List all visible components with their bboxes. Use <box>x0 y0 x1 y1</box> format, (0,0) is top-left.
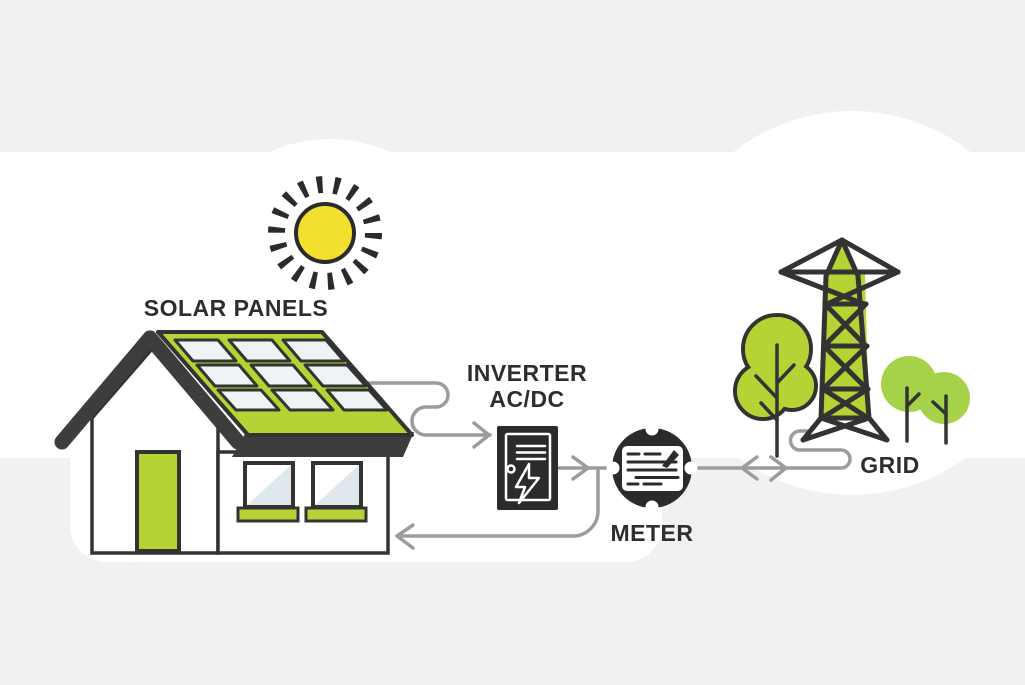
solar-panel-array <box>173 338 389 412</box>
label-solar-panels: SOLAR PANELS <box>144 295 328 321</box>
window-left-sill <box>236 506 300 523</box>
solar-panel-cell <box>216 388 281 412</box>
inverter-box-icon <box>497 426 558 510</box>
meter-dial-icon <box>606 422 698 514</box>
labels: SOLAR PANELS INVERTER AC/DC METER GRID <box>144 295 920 546</box>
tree-right-icon <box>881 356 970 445</box>
connectors <box>355 381 852 550</box>
door <box>135 450 181 553</box>
window-left <box>236 461 300 523</box>
solar-panel-cell <box>173 338 238 363</box>
connector-house-to-inverter <box>355 381 492 437</box>
inverter-indicator-dot <box>506 464 516 474</box>
arrowhead-toward-meter <box>740 455 759 481</box>
tree-left-trunk <box>754 343 796 458</box>
grid-scene <box>733 237 970 458</box>
meter-screw-top <box>645 422 659 436</box>
gable-band-left <box>54 330 158 450</box>
connector-meter-to-house-return <box>396 467 600 538</box>
label-inverter-acdc: AC/DC <box>489 386 564 412</box>
meter-screw-bottom <box>645 500 659 514</box>
window-right-shade <box>313 463 361 507</box>
connector-meter-to-grid <box>694 429 852 470</box>
tree-right-trunks <box>905 386 948 445</box>
label-inverter: INVERTER <box>467 360 587 386</box>
gable-band-right <box>142 330 246 450</box>
roof-fascia <box>232 432 414 457</box>
lightning-bolt-icon <box>514 462 541 505</box>
tree-left-icon <box>733 313 818 458</box>
sun-icon <box>268 176 382 290</box>
solar-panel-cell <box>195 363 259 388</box>
meter-screw-right <box>684 461 698 475</box>
tower-frame <box>778 237 901 443</box>
solar-panel-cell <box>270 388 335 412</box>
sun-disc <box>294 202 356 264</box>
solar-panel-cell <box>281 338 346 363</box>
tower-apex-fill <box>828 245 856 274</box>
arrowhead-into-meter <box>571 455 590 481</box>
sun-rays <box>268 176 382 290</box>
meter-needle-icon <box>662 450 679 468</box>
window-left-shade <box>245 463 293 507</box>
tree-right-canopy-2 <box>918 372 970 424</box>
tree-left-canopy-fill <box>770 364 814 408</box>
window-right <box>304 461 368 523</box>
solar-panel-cell <box>325 388 389 412</box>
arrowhead-into-house <box>395 523 415 550</box>
transmission-tower-icon <box>778 237 901 443</box>
solar-panel-cell <box>227 338 292 363</box>
window-right-sill <box>304 506 368 523</box>
inverter-panel-frame <box>504 432 552 502</box>
label-meter: METER <box>611 520 694 546</box>
arrowhead-into-inverter <box>472 421 491 449</box>
meter-screws <box>606 422 698 514</box>
arrowhead-toward-grid <box>769 455 788 482</box>
house-with-solar-roof-icon <box>54 330 414 555</box>
inverter-vent-lines <box>515 444 547 461</box>
solar-panel-cell <box>249 363 313 388</box>
solar-panel-cell <box>303 363 368 388</box>
meter-screw-left <box>606 461 620 475</box>
label-grid: GRID <box>860 452 920 478</box>
